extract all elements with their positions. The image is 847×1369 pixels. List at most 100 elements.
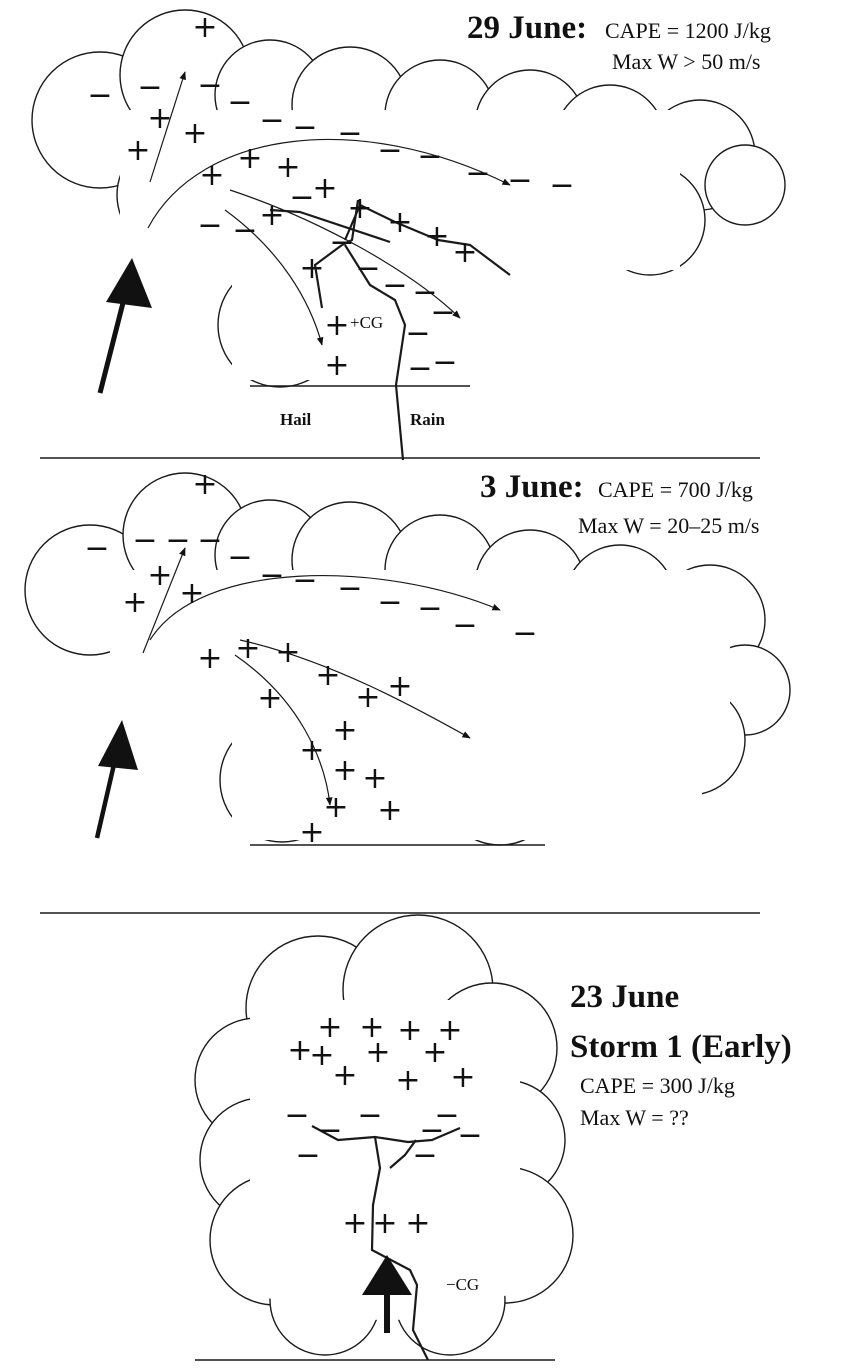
charge-plus: + bbox=[359, 1010, 384, 1045]
charge-symbols: + − − − − + + + − − − − − − − − + + + + … bbox=[87, 10, 574, 386]
charge-plus: + bbox=[452, 235, 477, 270]
charge-plus: + bbox=[299, 815, 324, 850]
charge-plus: + bbox=[192, 10, 217, 45]
charge-minus: − bbox=[292, 563, 317, 598]
charge-minus: − bbox=[355, 251, 380, 286]
charge-plus: + bbox=[332, 1058, 357, 1093]
charge-minus: − bbox=[227, 540, 252, 575]
panel-title: 29 June: bbox=[467, 10, 587, 46]
charge-minus: − bbox=[197, 208, 222, 243]
charge-plus: + bbox=[309, 1038, 334, 1073]
charge-plus: + bbox=[147, 101, 172, 136]
charge-plus: + bbox=[259, 198, 284, 233]
positive-cg-label: +CG bbox=[350, 313, 383, 332]
rain-label: Rain bbox=[410, 410, 446, 429]
updraft-arrow bbox=[97, 258, 152, 394]
flow-lines bbox=[147, 71, 511, 346]
panel-29-june: + − − − − + + + − − − − − − − − + + + + … bbox=[31, 9, 786, 461]
charge-minus: − bbox=[412, 275, 437, 310]
charge-minus: − bbox=[412, 1138, 437, 1173]
charge-minus: − bbox=[137, 70, 162, 105]
updraft-arrow bbox=[94, 720, 138, 839]
charge-minus: − bbox=[259, 558, 284, 593]
charge-minus: − bbox=[434, 1098, 459, 1133]
charge-plus: + bbox=[422, 1035, 447, 1070]
charge-plus: + bbox=[275, 635, 300, 670]
charge-plus: + bbox=[182, 116, 207, 151]
charge-minus: − bbox=[465, 156, 490, 191]
charge-minus: − bbox=[377, 585, 402, 620]
charge-minus: − bbox=[165, 523, 190, 558]
negative-cg-label: −CG bbox=[446, 1275, 479, 1294]
charge-plus: + bbox=[323, 790, 348, 825]
charge-minus: − bbox=[417, 139, 442, 174]
charge-plus: + bbox=[192, 467, 217, 502]
charge-minus: − bbox=[87, 78, 112, 113]
charge-plus: + bbox=[362, 761, 387, 796]
charge-minus: − bbox=[407, 351, 432, 386]
panel-title: 3 June: bbox=[480, 469, 584, 505]
charge-minus: − bbox=[432, 345, 457, 380]
charge-minus: − bbox=[289, 180, 314, 215]
charge-plus: + bbox=[332, 753, 357, 788]
charge-minus: − bbox=[197, 523, 222, 558]
charge-minus: − bbox=[337, 116, 362, 151]
charge-plus: + bbox=[405, 1206, 430, 1241]
charge-symbols: + − − − − − + + + − − − − − − − + + + + … bbox=[84, 467, 537, 850]
charge-minus: − bbox=[377, 133, 402, 168]
charge-plus: + bbox=[332, 713, 357, 748]
charge-minus: − bbox=[452, 608, 477, 643]
charge-minus: − bbox=[284, 1098, 309, 1133]
charge-minus: − bbox=[507, 163, 532, 198]
hail-label: Hail bbox=[280, 410, 311, 429]
charge-minus: − bbox=[232, 213, 257, 248]
max-w-value: Max W > 50 m/s bbox=[612, 49, 761, 74]
charge-minus: − bbox=[132, 523, 157, 558]
charge-plus: + bbox=[299, 733, 324, 768]
charge-plus: + bbox=[372, 1206, 397, 1241]
cape-value: CAPE = 700 J/kg bbox=[598, 477, 753, 502]
charge-plus: + bbox=[312, 171, 337, 206]
charge-minus: − bbox=[405, 316, 430, 351]
charge-plus: + bbox=[347, 191, 372, 226]
lightning-channel bbox=[269, 199, 511, 461]
charge-minus: − bbox=[295, 1138, 320, 1173]
panel-title: 23 June bbox=[570, 979, 679, 1015]
charge-minus: − bbox=[419, 1113, 444, 1148]
charge-plus: + bbox=[397, 1013, 422, 1048]
flow-lines bbox=[142, 547, 501, 806]
charge-plus: + bbox=[287, 1033, 312, 1068]
charge-plus: + bbox=[377, 793, 402, 828]
charge-plus: + bbox=[315, 658, 340, 693]
max-w-value: Max W = ?? bbox=[580, 1105, 689, 1130]
charge-plus: + bbox=[355, 680, 380, 715]
charge-minus: − bbox=[430, 295, 455, 330]
charge-plus: + bbox=[179, 576, 204, 611]
charge-minus: − bbox=[227, 85, 252, 120]
cloud-outline bbox=[24, 472, 791, 846]
charge-plus: + bbox=[324, 308, 349, 343]
charge-minus: − bbox=[417, 591, 442, 626]
charge-minus: − bbox=[197, 68, 222, 103]
charge-minus: − bbox=[292, 110, 317, 145]
charge-plus: + bbox=[257, 681, 282, 716]
charge-minus: − bbox=[317, 1113, 342, 1148]
charge-minus: − bbox=[259, 103, 284, 138]
panel-subtitle: Storm 1 (Early) bbox=[570, 1029, 792, 1065]
charge-plus: + bbox=[237, 141, 262, 176]
cloud-outline bbox=[31, 9, 786, 388]
panel-23-june: + + + + + + + + + + + − − − − − − − − + … bbox=[194, 914, 792, 1361]
charge-minus: − bbox=[512, 616, 537, 651]
charge-plus: + bbox=[387, 205, 412, 240]
charge-plus: + bbox=[125, 133, 150, 168]
charge-minus: − bbox=[549, 168, 574, 203]
charge-plus: + bbox=[365, 1035, 390, 1070]
charge-plus: + bbox=[437, 1013, 462, 1048]
charge-minus: − bbox=[382, 268, 407, 303]
charge-plus: + bbox=[395, 1063, 420, 1098]
max-w-value: Max W = 20–25 m/s bbox=[578, 513, 760, 538]
updraft-arrow bbox=[362, 1255, 412, 1333]
cape-value: CAPE = 1200 J/kg bbox=[605, 18, 771, 43]
charge-minus: − bbox=[357, 1098, 382, 1133]
